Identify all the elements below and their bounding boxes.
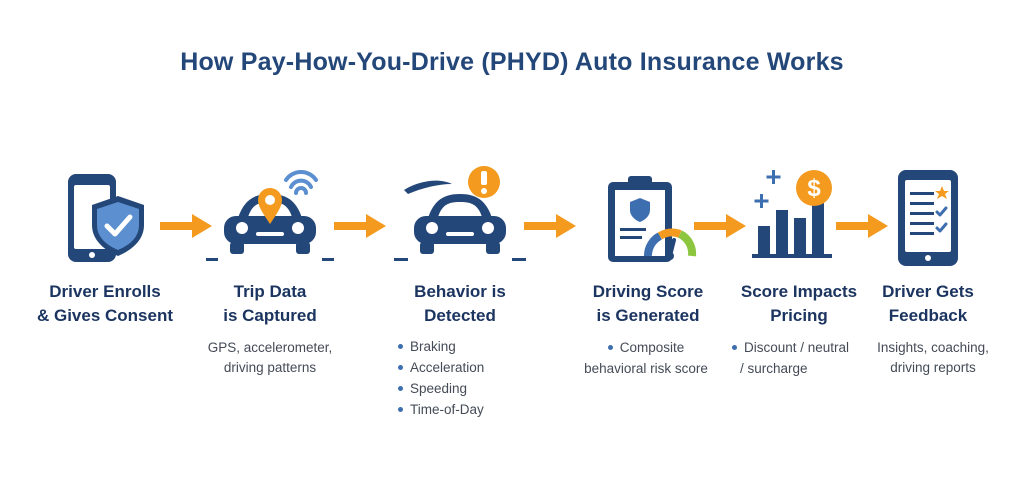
stage-description: Composite behavioral risk score: [568, 337, 724, 379]
arrow-right-icon: [334, 214, 386, 238]
stage-title: Driving Score is Generated: [592, 282, 704, 325]
list-item-continued: behavioral risk score: [584, 361, 708, 376]
stage-description: Discount / neutral / surcharge: [730, 337, 870, 379]
bar-chart-dollar-icon: $: [752, 170, 832, 258]
car-location-signal-icon: [206, 170, 334, 261]
car-alert-icon: [394, 166, 526, 261]
svg-text:$: $: [807, 175, 821, 202]
arrow-right-icon: [694, 214, 746, 238]
stage-title: Score Impacts Pricing: [740, 282, 858, 325]
stage-description: Insights, coaching, driving reports: [877, 340, 989, 375]
list-item: Speeding: [396, 378, 484, 399]
list-item: Braking: [396, 336, 484, 357]
list-item: Composite: [619, 340, 685, 355]
arrow-right-icon: [160, 214, 212, 238]
stage-title: Trip Data is Captured: [223, 282, 317, 325]
tablet-checklist-icon: [898, 170, 958, 266]
list-item: Time-of-Day: [396, 399, 484, 420]
stage-title: Behavior is Detected: [414, 282, 506, 325]
phone-shield-icon: [68, 174, 144, 262]
list-item: Acceleration: [396, 357, 484, 378]
arrow-right-icon: [524, 214, 576, 238]
clipboard-gauge-icon: [608, 176, 697, 262]
list-item-continued: / surcharge: [740, 361, 808, 376]
stage-title: Driver Gets Feedback: [882, 282, 974, 325]
list-item: Discount / neutral: [744, 340, 850, 355]
arrow-right-icon: [836, 214, 888, 238]
page-title: How Pay-How-You-Drive (PHYD) Auto Insura…: [180, 48, 844, 76]
stage-title: Driver Enrolls & Gives Consent: [36, 282, 174, 325]
behavior-list: Braking Acceleration Speeding Time-of-Da…: [396, 336, 484, 420]
stage-description: GPS, accelerometer, driving patterns: [207, 340, 333, 375]
